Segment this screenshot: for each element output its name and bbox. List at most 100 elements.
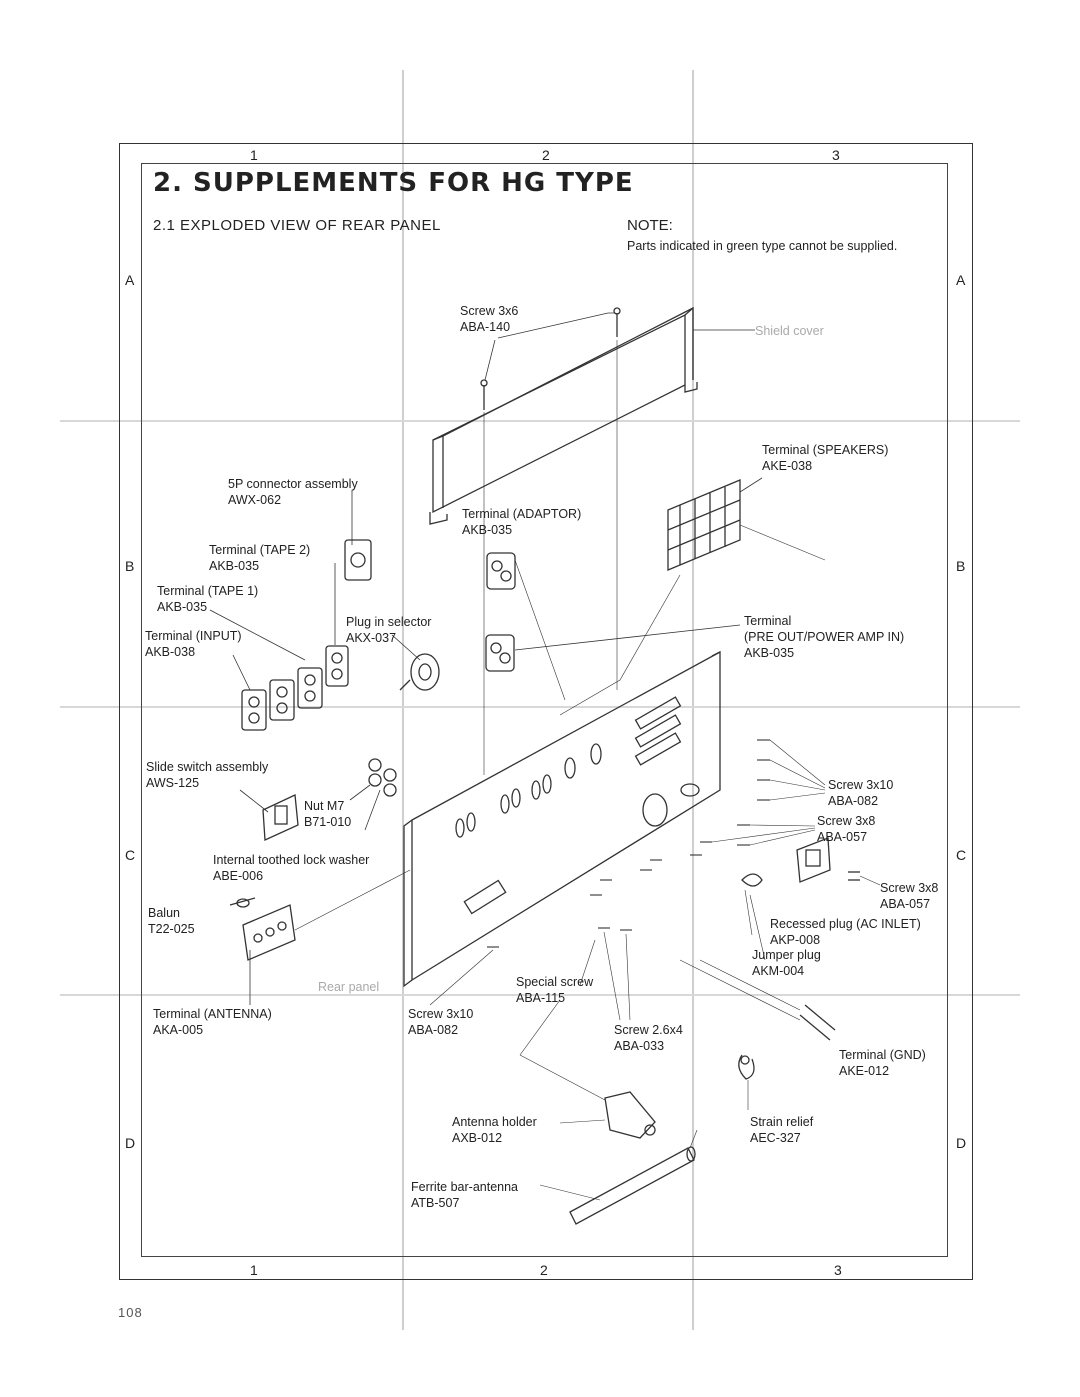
part-code: AKB-035 bbox=[462, 523, 513, 537]
part-name: Recessed plug (AC INLET) bbox=[770, 917, 921, 931]
part-code: ABE-006 bbox=[213, 869, 264, 883]
part-code: AKB-038 bbox=[145, 645, 196, 659]
label-terminal-tape1: Terminal (TAPE 1) AKB-035 bbox=[157, 583, 258, 615]
part-name: Screw 3x10 bbox=[828, 778, 894, 792]
part-code: AKA-005 bbox=[153, 1023, 204, 1037]
part-code: AKE-012 bbox=[839, 1064, 890, 1078]
label-strain-relief: Strain relief AEC-327 bbox=[750, 1114, 813, 1146]
label-antenna-holder: Antenna holder AXB-012 bbox=[452, 1114, 537, 1146]
part-code: ABA-082 bbox=[408, 1023, 459, 1037]
part-name: Ferrite bar-antenna bbox=[411, 1180, 519, 1194]
part-code: ABA-057 bbox=[817, 830, 868, 844]
label-jumper-plug: Jumper plug AKM-004 bbox=[752, 947, 821, 979]
fold-line bbox=[692, 70, 694, 1330]
row-ref-c: C bbox=[125, 847, 136, 863]
label-shield-cover: Shield cover bbox=[755, 323, 824, 339]
page-number: 108 bbox=[118, 1305, 143, 1320]
ac-inlet-drawing bbox=[796, 837, 881, 886]
part-name: 5P connector assembly bbox=[228, 477, 358, 491]
row-ref-b: B bbox=[125, 558, 135, 574]
part-name: Terminal (GND) bbox=[839, 1048, 926, 1062]
part-name: Nut M7 bbox=[304, 799, 345, 813]
outer-frame bbox=[119, 143, 973, 1280]
row-ref-d-right: D bbox=[956, 1135, 967, 1151]
label-terminal-tape2: Terminal (TAPE 2) AKB-035 bbox=[209, 542, 310, 574]
row-ref-a: A bbox=[125, 272, 135, 288]
label-terminal-adaptor: Terminal (ADAPTOR) AKB-035 bbox=[462, 506, 581, 538]
part-code: AKM-004 bbox=[752, 964, 805, 978]
part-name: Terminal (ADAPTOR) bbox=[462, 507, 582, 521]
part-code: ABA-082 bbox=[828, 794, 879, 808]
part-name: Special screw bbox=[516, 975, 594, 989]
part-code: AWS-125 bbox=[146, 776, 200, 790]
part-name: Terminal (TAPE 2) bbox=[209, 543, 311, 557]
part-code: AEC-327 bbox=[750, 1131, 801, 1145]
part-name: Antenna holder bbox=[452, 1115, 537, 1129]
part-name: Slide switch assembly bbox=[146, 760, 269, 774]
part-name: Screw 3x8 bbox=[817, 814, 876, 828]
label-screw-3x8-ac: Screw 3x8 ABA-057 bbox=[880, 880, 938, 912]
fold-line bbox=[60, 420, 1020, 422]
label-recessed-plug: Recessed plug (AC INLET) AKP-008 bbox=[770, 916, 921, 948]
part-code: AKE-038 bbox=[762, 459, 813, 473]
col-ref-1-bottom: 1 bbox=[250, 1262, 258, 1278]
label-screw-3x10-bottom: Screw 3x10 ABA-082 bbox=[408, 1006, 473, 1038]
part-name: Terminal bbox=[744, 614, 792, 628]
part-name: Strain relief bbox=[750, 1115, 814, 1129]
part-name: Terminal (INPUT) bbox=[145, 629, 242, 643]
part-code: AKX-037 bbox=[346, 631, 397, 645]
label-terminal-antenna: Terminal (ANTENNA) AKA-005 bbox=[153, 1006, 272, 1038]
label-terminal-gnd: Terminal (GND) AKE-012 bbox=[839, 1047, 926, 1079]
row-ref-a-right: A bbox=[956, 272, 966, 288]
row-ref-d: D bbox=[125, 1135, 136, 1151]
col-ref-1: 1 bbox=[250, 147, 258, 163]
label-balun: Balun T22-025 bbox=[148, 905, 195, 937]
label-slide-switch: Slide switch assembly AWS-125 bbox=[146, 759, 268, 791]
part-name: Plug in selector bbox=[346, 615, 432, 629]
label-terminal-speakers: Terminal (SPEAKERS) AKE-038 bbox=[762, 442, 888, 474]
part-name: Shield cover bbox=[755, 324, 824, 338]
inner-frame bbox=[141, 163, 948, 1257]
part-name: Screw 3x10 bbox=[408, 1007, 474, 1021]
col-ref-3-bottom: 3 bbox=[834, 1262, 842, 1278]
label-screw-3x6: Screw 3x6 ABA-140 bbox=[460, 303, 518, 335]
label-plug-selector: Plug in selector AKX-037 bbox=[346, 614, 431, 646]
part-name: Screw 3x6 bbox=[460, 304, 519, 318]
note-text: Parts indicated in green type cannot be … bbox=[627, 239, 898, 253]
part-name: Internal toothed lock washer bbox=[213, 853, 370, 867]
part-code: AWX-062 bbox=[228, 493, 282, 507]
col-ref-3: 3 bbox=[832, 147, 840, 163]
label-5p-connector: 5P connector assembly AWX-062 bbox=[228, 476, 358, 508]
part-name: Balun bbox=[148, 906, 180, 920]
row-ref-c-right: C bbox=[956, 847, 967, 863]
label-screw-3x10-right: Screw 3x10 ABA-082 bbox=[828, 777, 893, 809]
part-code: ATB-507 bbox=[411, 1196, 460, 1210]
part-code: T22-025 bbox=[148, 922, 195, 936]
page-title: 2. SUPPLEMENTS FOR HG TYPE bbox=[153, 168, 634, 198]
rear-panel-drawing bbox=[403, 650, 721, 988]
part-name: Rear panel bbox=[318, 980, 380, 994]
col-ref-2: 2 bbox=[542, 147, 550, 163]
fold-line bbox=[60, 706, 1020, 708]
label-screw-2-6x4: Screw 2.6x4 ABA-033 bbox=[614, 1022, 683, 1054]
part-name-2: (PRE OUT/POWER AMP IN) bbox=[744, 630, 905, 644]
shield-cover-drawing bbox=[429, 306, 698, 525]
speaker-terminal-drawing bbox=[559, 477, 826, 716]
part-code: AKB-035 bbox=[157, 600, 208, 614]
row-ref-b-right: B bbox=[956, 558, 966, 574]
part-code: ABA-033 bbox=[614, 1039, 665, 1053]
part-code: ABA-057 bbox=[880, 897, 931, 911]
label-rear-panel: Rear panel bbox=[318, 979, 379, 995]
note-heading: NOTE: bbox=[627, 217, 673, 234]
part-code: AKP-008 bbox=[770, 933, 821, 947]
col-ref-2-bottom: 2 bbox=[540, 1262, 548, 1278]
label-lock-washer: Internal toothed lock washer ABE-006 bbox=[213, 852, 369, 884]
label-nut-m7: Nut M7 B71-010 bbox=[304, 798, 351, 830]
part-code: ABA-115 bbox=[516, 991, 566, 1005]
label-terminal-input: Terminal (INPUT) AKB-038 bbox=[145, 628, 242, 660]
fold-line bbox=[402, 70, 404, 1330]
part-name: Terminal (TAPE 1) bbox=[157, 584, 259, 598]
part-code: AXB-012 bbox=[452, 1131, 503, 1145]
part-name: Terminal (ANTENNA) bbox=[153, 1007, 272, 1021]
